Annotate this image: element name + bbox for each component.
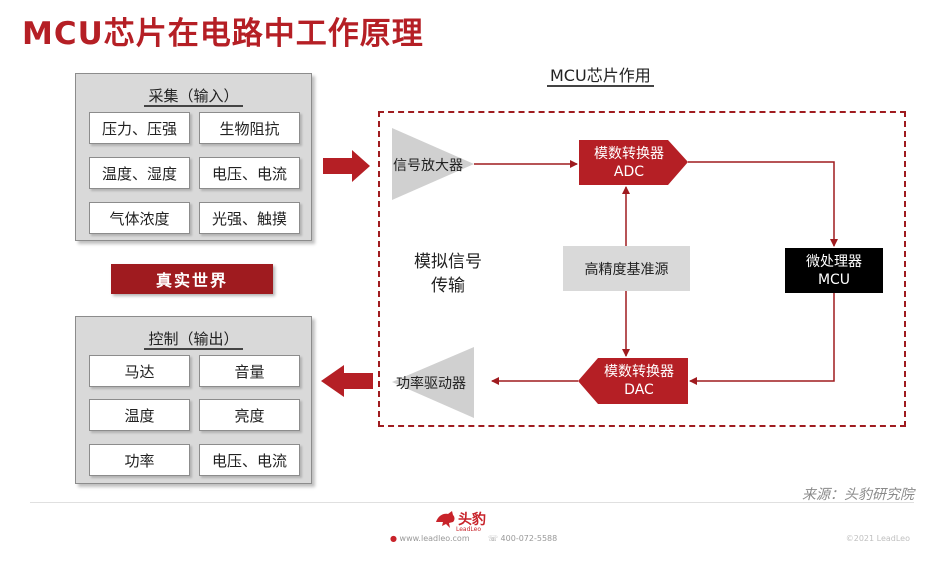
leopard-logo-icon	[436, 511, 455, 528]
mcu-subtitle: MCU	[817, 271, 851, 288]
dac-block: 模数转换器 DAC	[590, 358, 688, 404]
output-panel: 控制（输出） 马达 音量 温度 亮度 功率 电压、电流	[75, 316, 312, 484]
driver-label: 功率驱动器	[396, 376, 466, 392]
output-panel-heading: 控制（输出）	[76, 328, 311, 350]
footer-copyright: ©2021 LeadLeo	[845, 534, 910, 543]
dac-title: 模数转换器	[604, 364, 674, 380]
dac-shape	[578, 358, 688, 404]
input-item: 压力、压强	[89, 112, 190, 144]
amplifier-triangle	[392, 128, 474, 200]
output-item: 音量	[199, 355, 300, 387]
adc-subtitle: ADC	[613, 163, 645, 180]
phone-icon: ☏	[488, 534, 501, 543]
input-item: 生物阻抗	[199, 112, 300, 144]
source-note: 来源：头豹研究院	[802, 487, 914, 503]
input-arrow	[323, 150, 370, 182]
mcu-title: 微处理器	[806, 253, 862, 270]
input-panel-heading: 采集（输入）	[76, 85, 311, 107]
mcu-dashed-frame	[378, 111, 906, 427]
output-item: 亮度	[199, 399, 300, 431]
amplifier-label: 信号放大器	[393, 158, 463, 174]
footer-phone: ☏ 400-072-5588	[488, 534, 558, 543]
adc-block: 模数转换器 ADC	[579, 140, 679, 185]
mcu-to-dac	[689, 293, 835, 385]
output-item: 温度	[89, 399, 190, 431]
footer-logo-text: 头豹	[458, 512, 486, 528]
analog-transmission-label: 模拟信号 传输	[414, 252, 482, 296]
globe-icon: ●	[390, 534, 400, 543]
input-item: 温度、湿度	[89, 157, 190, 189]
input-panel: 采集（输入） 压力、压强 生物阻抗 温度、湿度 电压、电流 气体浓度 光强、触摸	[75, 73, 312, 241]
input-item: 电压、电流	[199, 157, 300, 189]
input-item: 气体浓度	[89, 202, 190, 234]
page-title: MCU芯片在电路中工作原理	[22, 16, 424, 52]
footer-divider	[30, 502, 914, 503]
output-item: 电压、电流	[199, 444, 300, 476]
mcu-section-heading: MCU芯片作用	[547, 62, 654, 87]
driver-triangle	[392, 347, 474, 418]
footer-url[interactable]: ● www.leadleo.com	[390, 534, 470, 543]
footer-logo-sub: LeadLeo	[456, 526, 482, 533]
reference-source-block: 高精度基准源	[563, 246, 690, 291]
real-world-label: 真实世界	[111, 264, 273, 294]
output-item: 马达	[89, 355, 190, 387]
dac-subtitle: DAC	[624, 382, 654, 398]
adc-title: 模数转换器	[594, 145, 664, 162]
adc-shape	[579, 140, 688, 185]
adc-to-mcu	[688, 161, 838, 247]
input-item: 光强、触摸	[199, 202, 300, 234]
output-item: 功率	[89, 444, 190, 476]
output-arrow	[321, 365, 373, 397]
mcu-block: 微处理器 MCU	[785, 248, 883, 293]
